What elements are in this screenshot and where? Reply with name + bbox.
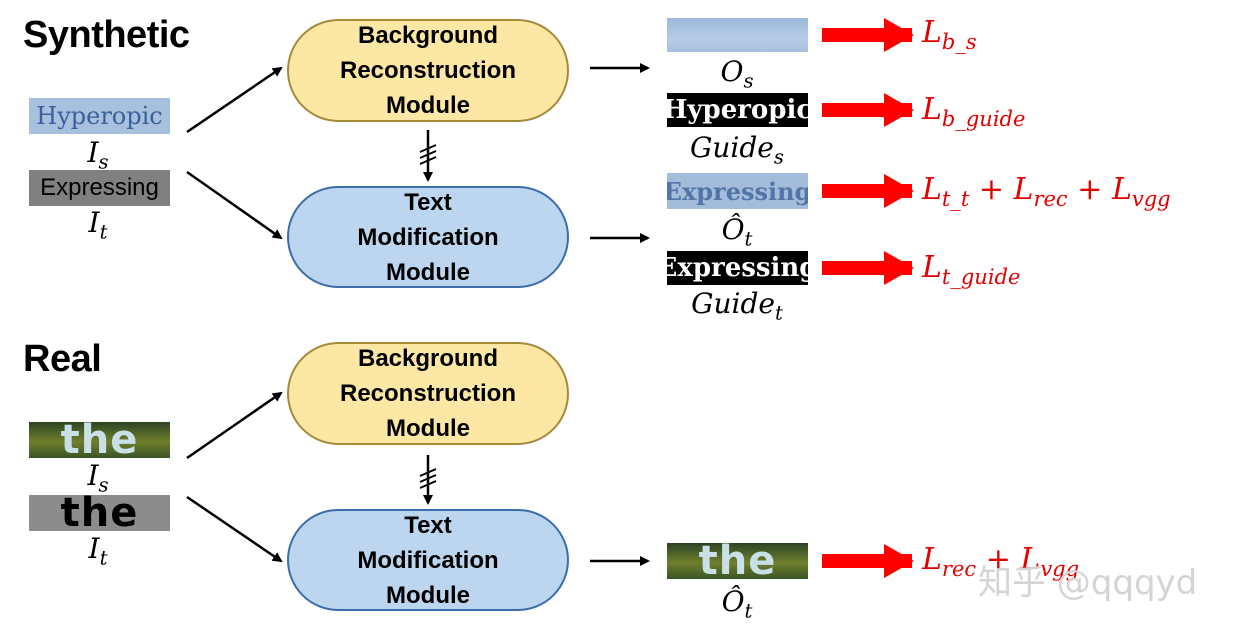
- cut-mark: [419, 474, 437, 483]
- cut-mark: [419, 144, 437, 153]
- loss-real-rec-vgg: Lrec + Lvgg: [922, 542, 1080, 581]
- arrow-synthetic-target-to-tm: [186, 170, 283, 240]
- loss-b-guide: Lb_guide: [922, 92, 1026, 131]
- synthetic-target-word: Expressing: [40, 174, 159, 201]
- label-ot: Ôt: [721, 213, 753, 251]
- real-output-ot-image: the: [667, 543, 808, 579]
- label-real-target: It: [88, 532, 108, 570]
- label-synthetic-target: It: [88, 206, 108, 244]
- synthetic-target-image: Expressing: [29, 170, 170, 206]
- cut-mark: [419, 480, 437, 489]
- real-text-modification-module: Text Modification Module: [287, 509, 569, 611]
- arrow-synthetic-source-to-bg: [186, 66, 283, 134]
- label-real-ot: Ôt: [721, 585, 753, 623]
- real-target-image: the: [29, 495, 170, 531]
- cut-mark: [419, 150, 437, 159]
- output-ot-image: Expressing: [667, 173, 808, 209]
- loss-t-t-rec-vgg: Lt_t + Lrec + Lvgg: [922, 172, 1171, 211]
- real-background-reconstruction-module: Background Reconstruction Module: [287, 342, 569, 445]
- watermark: 知乎 @qqqyd: [978, 563, 1198, 603]
- synthetic-source-image: Hyperopic: [29, 98, 170, 134]
- label-real-source: Is: [87, 459, 109, 497]
- label-synthetic-source: Is: [87, 136, 109, 174]
- arrow-real-source-to-bg: [186, 391, 283, 460]
- label-guide-s: Guides: [690, 131, 784, 169]
- cut-mark: [419, 468, 437, 477]
- synthetic-text-modification-module: Text Modification Module: [287, 186, 569, 288]
- loss-t-guide: Lt_guide: [922, 250, 1021, 289]
- synthetic-background-reconstruction-module: Background Reconstruction Module: [287, 19, 569, 122]
- section-title-synthetic: Synthetic: [23, 14, 190, 56]
- section-title-real: Real: [23, 338, 102, 380]
- label-os: Os: [720, 55, 754, 93]
- guide-s-image: Hyperopic: [667, 93, 808, 127]
- real-source-image: the: [29, 422, 170, 458]
- guide-t-image: Expressing: [667, 251, 808, 285]
- synthetic-source-word: Hyperopic: [36, 102, 163, 130]
- loss-b-s: Lb_s: [922, 15, 977, 54]
- arrow-real-target-to-tm: [186, 495, 283, 563]
- output-os-image: [667, 18, 808, 52]
- cut-mark: [419, 156, 437, 165]
- label-guide-t: Guidet: [691, 287, 783, 325]
